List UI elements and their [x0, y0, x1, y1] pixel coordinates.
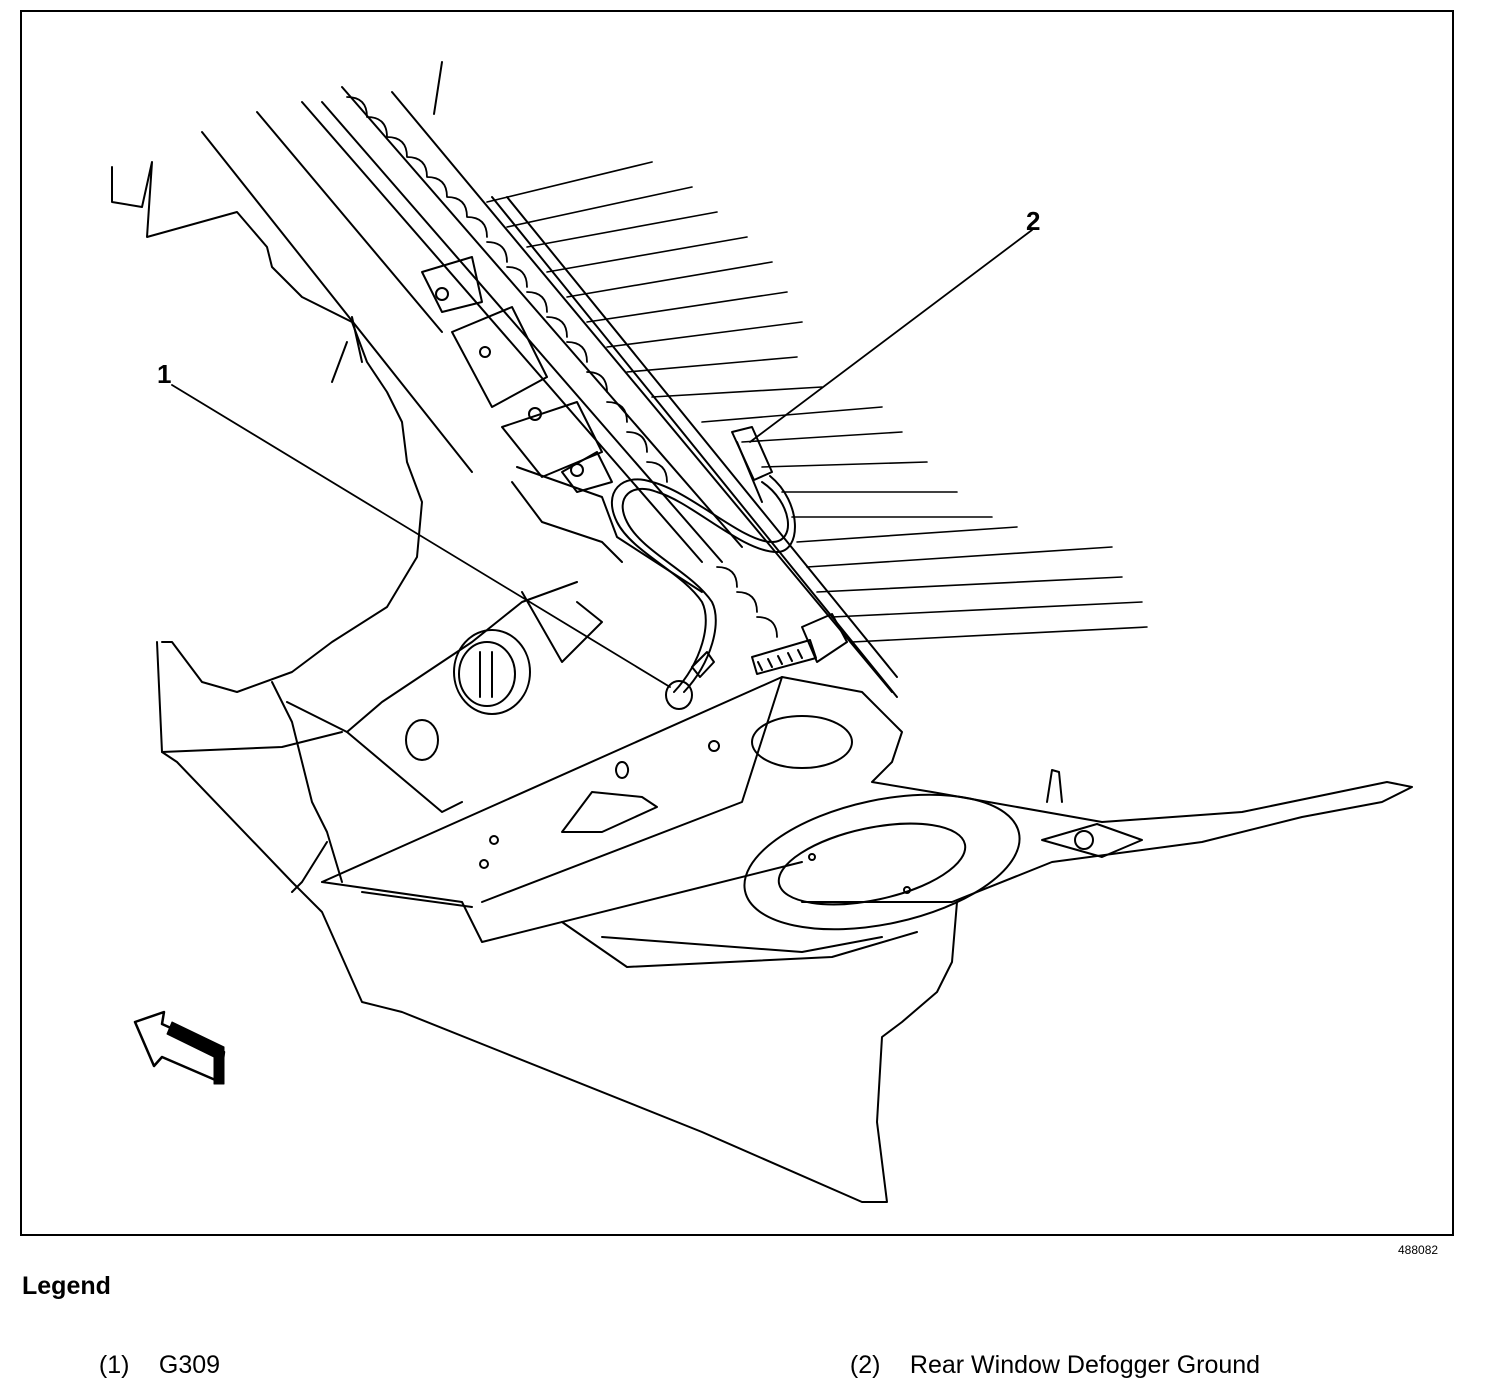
inner-panel	[346, 256, 703, 733]
callout-leaders	[171, 229, 1033, 688]
vehicle-body-illustration	[111, 61, 1413, 1203]
legend-item-1-number: (1)	[98, 1351, 130, 1379]
legend-title: Legend	[22, 1272, 111, 1300]
legend-item-1-text: G309	[158, 1351, 221, 1379]
floor-crossmember	[321, 676, 1413, 968]
view-direction-arrow-icon	[133, 1010, 226, 1085]
pillar-lines	[201, 61, 898, 698]
figure-id: 488082	[1398, 1243, 1439, 1257]
quarter-panel	[111, 161, 958, 1203]
callout-1-label: 1	[157, 359, 172, 389]
weatherstrip-scallops	[346, 96, 778, 638]
legend-item-2: (2) Rear Window Defogger Ground	[836, 1322, 1260, 1380]
callout-2-label: 2	[1026, 206, 1041, 236]
diagram-frame	[20, 10, 1454, 1236]
drain-plug	[405, 629, 531, 761]
legend-item-2-text: Rear Window Defogger Ground	[909, 1351, 1261, 1379]
legend-item-1: (1) G309	[85, 1322, 220, 1380]
ground-bolt	[751, 613, 848, 675]
legend-item-2-number: (2)	[849, 1351, 881, 1379]
ground-wire	[611, 426, 796, 710]
glass-hatching	[486, 161, 1148, 643]
